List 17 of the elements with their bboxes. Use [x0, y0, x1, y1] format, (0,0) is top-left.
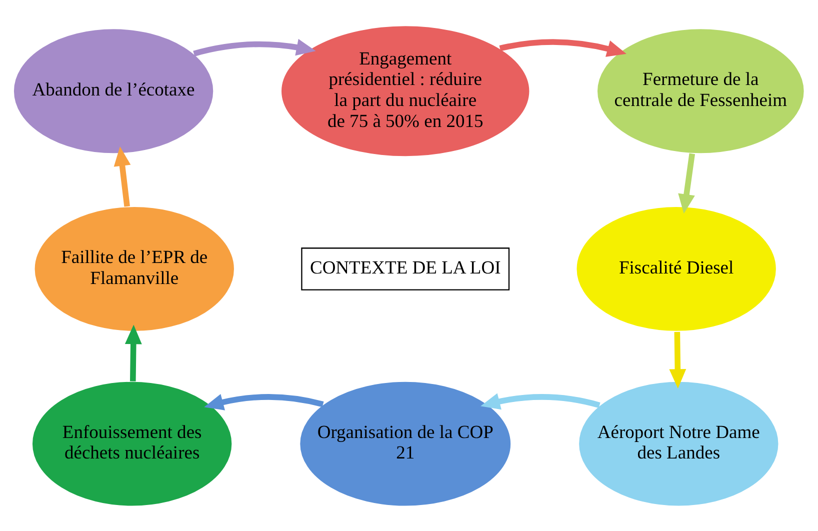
node-ellipse: Abandon de l’écotaxe	[12, 28, 214, 154]
arrow	[480, 392, 600, 410]
arrow	[204, 393, 324, 410]
arrow	[669, 331, 686, 388]
arrow	[114, 146, 131, 206]
node-ellipse: Aéroport Notre Dame des Landes	[578, 380, 780, 506]
arrow	[499, 38, 626, 56]
node-ellipse: Fiscalité Diesel	[576, 205, 778, 332]
node-ellipse: Faillite de l’EPR de Flamanville	[34, 205, 236, 332]
arrow	[678, 152, 696, 214]
node-ellipse: Fermeture de la centrale de Fessenheim	[596, 28, 805, 154]
node-box: CONTEXTE DE LA LOI	[301, 247, 510, 290]
node-ellipse: Enfouissement des déchets nucléaires	[31, 380, 233, 506]
node-ellipse: Engagement présidentiel : réduire la part du nucléaire de 75 à 50% en 2015	[280, 24, 530, 157]
node-ellipse: Organisation de la COP 21	[298, 380, 512, 506]
arrow	[193, 38, 316, 56]
arrow	[124, 324, 142, 381]
